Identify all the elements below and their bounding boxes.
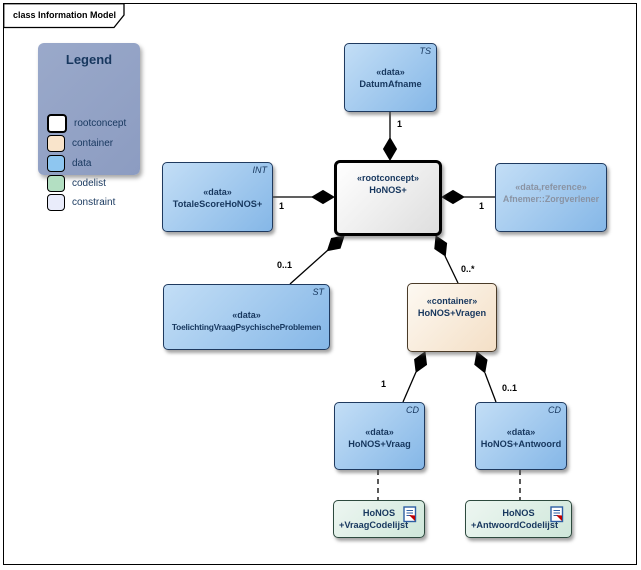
data-swatch [47, 155, 65, 172]
stereotype: «data» [376, 67, 405, 77]
stereotype: «data» [506, 427, 536, 437]
legend-item-container: container [47, 135, 113, 152]
node-afnemer-zorgverlener[interactable]: «data,reference» Afnemer::Zorgverlener [495, 163, 607, 232]
multiplicity-label: 1 [381, 379, 387, 389]
multiplicity-label: 1 [279, 201, 285, 211]
node-name-line1: HoNOS [502, 508, 535, 518]
legend-label: data [72, 158, 92, 169]
datatype-indicator: ST [312, 287, 324, 297]
stereotype: «data,reference» [515, 182, 587, 192]
legend-title: Legend [65, 52, 113, 67]
node-name: HoNOS+Antwoord [480, 439, 562, 449]
legend-label: rootconcept [74, 118, 127, 129]
multiplicity-label: 0..* [461, 264, 475, 274]
legend-label: codelist [72, 178, 106, 189]
stereotype: «rootconcept» [356, 173, 419, 183]
datatype-indicator: TS [419, 46, 431, 56]
stereotype: «data» [232, 310, 261, 320]
constraint-swatch [47, 194, 65, 211]
datatype-indicator: CD [548, 405, 561, 415]
node-honos-vraag[interactable]: CD «data» HoNOS+Vraag [334, 402, 425, 470]
legend-item-constraint: constraint [47, 194, 115, 211]
document-icon [550, 506, 564, 523]
node-name-line2: +VraagCodelijst [339, 520, 409, 530]
datatype-indicator: INT [252, 165, 268, 175]
legend-item-rootconcept: rootconcept [47, 114, 127, 133]
container-swatch [47, 135, 65, 152]
node-name: HoNOS+Vraag [348, 439, 411, 449]
stereotype: «data» [365, 427, 394, 437]
document-icon [403, 506, 417, 523]
diagram-title: class Information Model [13, 10, 117, 20]
node-honos[interactable]: «rootconcept» HoNOS+ [334, 160, 442, 236]
stereotype: «container» [426, 296, 478, 306]
node-name: Afnemer::Zorgverlener [502, 194, 600, 204]
datatype-indicator: CD [406, 405, 419, 415]
node-honos-antwoordcodelijst[interactable]: HoNOS +AntwoordCodelijst [465, 500, 572, 538]
diagram-frame [3, 3, 637, 565]
node-name: DatumAfname [359, 79, 422, 89]
multiplicity-label: 1 [479, 201, 485, 211]
node-name-line2: +AntwoordCodelijst [471, 520, 559, 530]
legend-label: container [72, 138, 114, 149]
node-honos-vraagcodelijst[interactable]: HoNOS +VraagCodelijst [333, 500, 425, 538]
legend: Legend rootconcept container data codeli… [38, 43, 140, 211]
legend-item-data: data [47, 155, 91, 172]
legend-label: constraint [72, 197, 116, 208]
multiplicity-label: 1 [397, 119, 403, 129]
node-toelichtingvraagpsychischeproblemen[interactable]: ST «data» ToelichtingVraagPsychischeProb… [163, 284, 330, 350]
node-totalescorehonos[interactable]: INT «data» TotaleScoreHoNOS+ [162, 162, 273, 232]
rootconcept-swatch [47, 114, 67, 133]
node-name: ToelichtingVraagPsychischeProblemen [171, 322, 322, 332]
multiplicity-label: 0..1 [502, 383, 518, 393]
frame-tab-shape [3, 3, 125, 29]
node-name-line1: HoNOS [362, 508, 396, 518]
stereotype: «data» [203, 187, 232, 197]
node-name: HoNOS+ [369, 185, 407, 195]
node-honos-antwoord[interactable]: CD «data» HoNOS+Antwoord [475, 402, 567, 470]
legend-item-codelist: codelist [47, 175, 106, 192]
node-datumafname[interactable]: TS «data» DatumAfname [344, 43, 437, 112]
codelist-swatch [47, 175, 65, 192]
multiplicity-label: 0..1 [277, 260, 293, 270]
node-name: HoNOS+Vragen [417, 308, 487, 318]
node-honos-vragen[interactable]: «container» HoNOS+Vragen [407, 283, 497, 352]
node-name: TotaleScoreHoNOS+ [172, 199, 263, 209]
diagram-frame-tab: class Information Model [3, 3, 131, 29]
